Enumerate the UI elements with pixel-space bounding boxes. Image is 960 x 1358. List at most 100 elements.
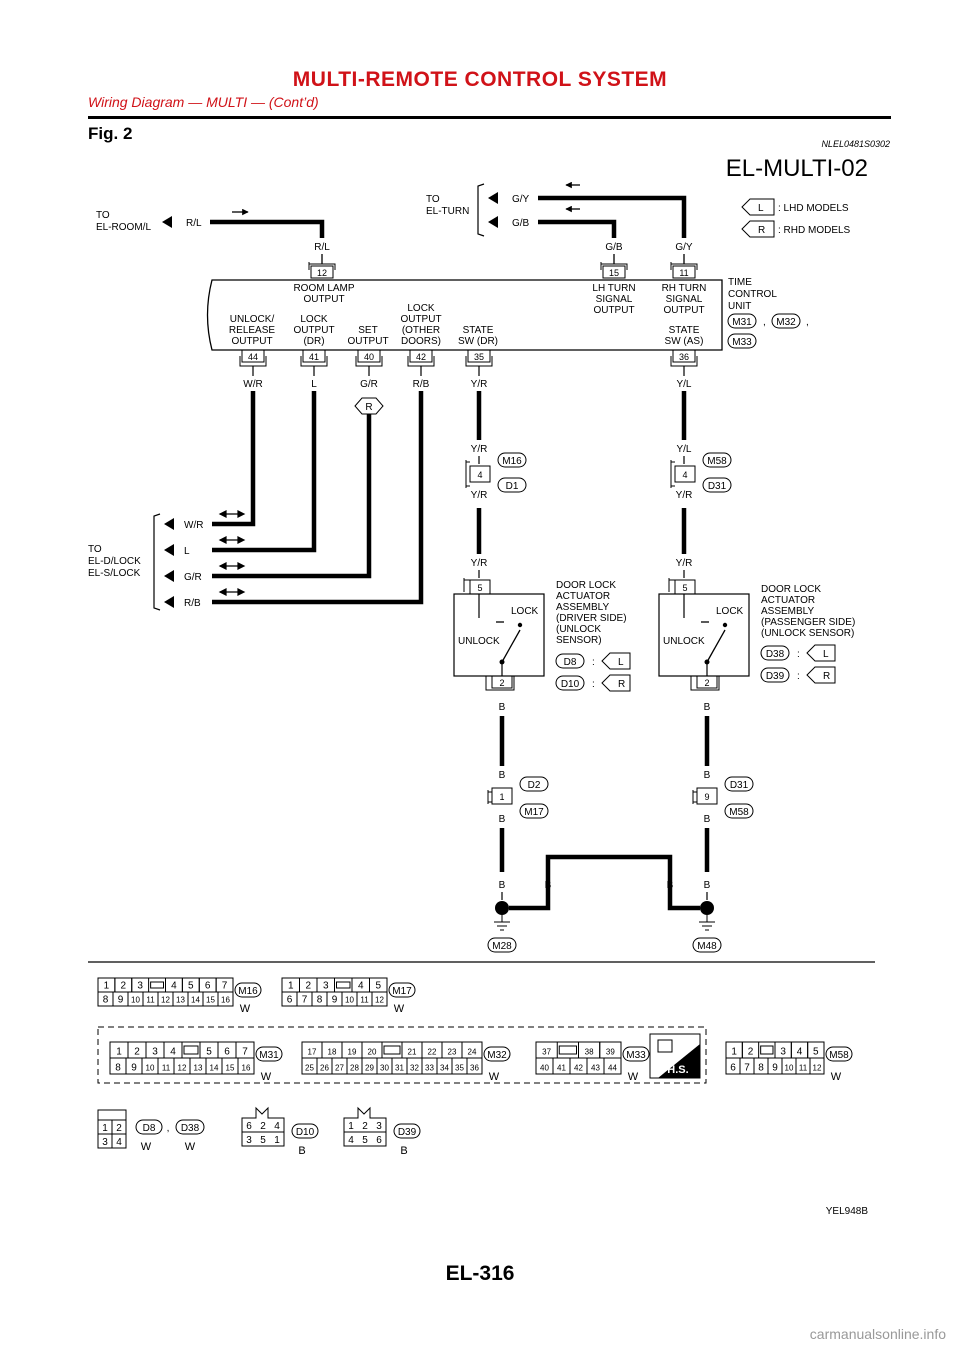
right-lock-text: LOCK — [716, 606, 744, 617]
unit-top-label-2-2: SIGNAL — [666, 294, 703, 305]
header-rule — [88, 116, 891, 119]
legend-r-text: : RHD MODELS — [778, 225, 851, 236]
unit-top-label-2-3: OUTPUT — [663, 305, 704, 316]
conn-M32-pin-2-3: 28 — [350, 1064, 359, 1073]
conn-D10-pin-0-0: 6 — [246, 1121, 252, 1132]
conn-D39-color: B — [400, 1145, 407, 1157]
unit-name-2: CONTROL — [728, 289, 777, 300]
right-wire-actuator: Y/R — [676, 558, 693, 569]
left-title-6: SENSOR) — [556, 635, 602, 646]
conn-M17-pin-1-2: 3 — [323, 981, 329, 992]
left-title-2: ACTUATOR — [556, 591, 610, 602]
section-subtitle: Wiring Diagram — MULTI — (Cont’d) — [88, 94, 319, 110]
right-ground-m48: M48 — [697, 941, 717, 952]
right-act-pin-2: 2 — [704, 678, 709, 688]
unit-top-label-1-2: SIGNAL — [596, 294, 633, 305]
conn-M58-pin-2-2: 8 — [758, 1063, 764, 1074]
conn-M32-pin-1-7: 23 — [448, 1048, 457, 1057]
right-title-2: ACTUATOR — [761, 595, 815, 606]
conn-M17-pin-1-1: 2 — [305, 981, 311, 992]
conn-M31-pin-2-5: 13 — [194, 1064, 203, 1073]
conn-D8-pin-0-1: 2 — [116, 1123, 122, 1134]
legend: L : LHD MODELS R : RHD MODELS — [741, 198, 851, 238]
unit-conn-2: M32 — [776, 317, 796, 328]
left-wire-b1: B — [499, 702, 506, 713]
dest-room: TO EL-ROOM/L R/L — [96, 208, 249, 233]
conn-M33-pin-2-4: 44 — [608, 1064, 617, 1073]
conn-M33-name: M33 — [626, 1050, 646, 1061]
conn-M17-pin-2-2: 8 — [317, 995, 323, 1006]
conn-M32-pin-1-2: 19 — [348, 1048, 357, 1057]
conn-M33-pin-2-1: 41 — [557, 1064, 566, 1073]
conn-M16-pin-1-0: 1 — [104, 981, 110, 992]
conn-M31-pin-1-7: 7 — [242, 1047, 248, 1058]
conn-M31-pin-1-3: 4 — [170, 1047, 176, 1058]
left-gpin: 1 — [499, 792, 504, 802]
left-wire-actuator: Y/R — [471, 558, 488, 569]
unit-top-pin-0: 12 — [317, 268, 327, 278]
ground-link-b2: B — [667, 880, 674, 891]
conn-D8-name: D8 — [143, 1123, 156, 1134]
unit-bot-label-5-2: SW (AS) — [665, 336, 704, 347]
left-wire-b3: B — [499, 814, 506, 825]
right-ground-dot — [700, 901, 714, 915]
rhd-tag-text: R — [365, 402, 372, 413]
conn-M58-pin-2-5: 11 — [799, 1064, 808, 1073]
conn-M16-pin-2-0: 8 — [103, 995, 109, 1006]
unit-bot-label-0-2: RELEASE — [229, 325, 275, 336]
conn-M32-pin-2-7: 32 — [410, 1064, 419, 1073]
conn-M32-pin-2-1: 26 — [320, 1064, 329, 1073]
conn-D10-pin-1-1: 5 — [260, 1135, 266, 1146]
unit-top-wire-2: G/Y — [675, 242, 693, 253]
conn-M33-pin-2-3: 43 — [591, 1064, 600, 1073]
conn-M58-pin-2-3: 9 — [772, 1063, 778, 1074]
conn-M32-pin-1-0: 17 — [308, 1048, 317, 1057]
unit-top-label-0-2: OUTPUT — [303, 294, 344, 305]
conn-D8-color: W — [141, 1141, 152, 1153]
unit-top-wire-0: R/L — [314, 242, 330, 253]
dest-lock-to: TO — [88, 544, 102, 555]
conn-M33-pin-2-0: 40 — [540, 1064, 549, 1073]
right-wire-b3: B — [704, 814, 711, 825]
conn-M17-pin-1-0: 1 — [288, 981, 294, 992]
conn-M31-pin-2-0: 8 — [115, 1063, 121, 1074]
conn-M17-pin-2-1: 7 — [302, 995, 308, 1006]
unit-bot-label-3-3: (OTHER — [402, 325, 440, 336]
unit-bot-label-2-1: SET — [358, 325, 377, 336]
unit-bot-pin-5: 36 — [679, 352, 689, 362]
right-act-pin-5: 5 — [682, 583, 687, 593]
right-opt-colon-2: : — [797, 671, 800, 682]
unit-bot-label-2-2: OUTPUT — [347, 336, 388, 347]
left-conn-m16: M16 — [502, 456, 522, 467]
right-opt-d39: D39 — [766, 671, 785, 682]
conn-M16-pin-1-2: 3 — [137, 981, 143, 992]
unit-top-label-2-1: RH TURN — [662, 283, 707, 294]
unit-name-3: UNIT — [728, 301, 751, 312]
left-title-3: ASSEMBLY — [556, 602, 609, 613]
conn-D39-pin-0-1: 2 — [362, 1121, 368, 1132]
left-conn-d1: D1 — [506, 481, 519, 492]
conn-M32-pin-2-6: 31 — [395, 1064, 404, 1073]
right-gpin: 9 — [704, 792, 709, 802]
conn-D39-pin-0-2: 3 — [376, 1121, 382, 1132]
conn-M32-pin-1-5: 21 — [408, 1048, 417, 1057]
conn-M33-pin-2-2: 42 — [574, 1064, 583, 1073]
conn-D10-pin-0-1: 2 — [260, 1121, 266, 1132]
left-ground-m28: M28 — [492, 941, 512, 952]
legend-l-tag: L — [758, 203, 764, 214]
right-title-4: (PASSENGER SIDE) — [761, 617, 855, 628]
conn-M32-pin-2-4: 29 — [365, 1064, 374, 1073]
conn-D39-pin-0-0: 1 — [348, 1121, 354, 1132]
left-opt-d10: D10 — [561, 679, 580, 690]
conn-M16-pin-2-3: 11 — [146, 996, 155, 1005]
unit-name-1: TIME — [728, 277, 752, 288]
conn-D10-pin-1-0: 3 — [246, 1135, 252, 1146]
conn-D39-pin-1-1: 5 — [362, 1135, 368, 1146]
left-wire-upper: Y/R — [471, 444, 488, 455]
right-door-path: Y/L 4 M58 D31 Y/R Y/R 5 LOCK UNLOCK 2 DO… — [658, 391, 855, 953]
conn-M17-pin-2-0: 6 — [287, 995, 293, 1006]
conn-M16-pin-1-5: 5 — [188, 981, 194, 992]
unit-bot-wire-5: Y/L — [676, 379, 691, 390]
legend-r-tag: R — [758, 225, 765, 236]
conn-D8-pin-0-0: 1 — [102, 1123, 108, 1134]
